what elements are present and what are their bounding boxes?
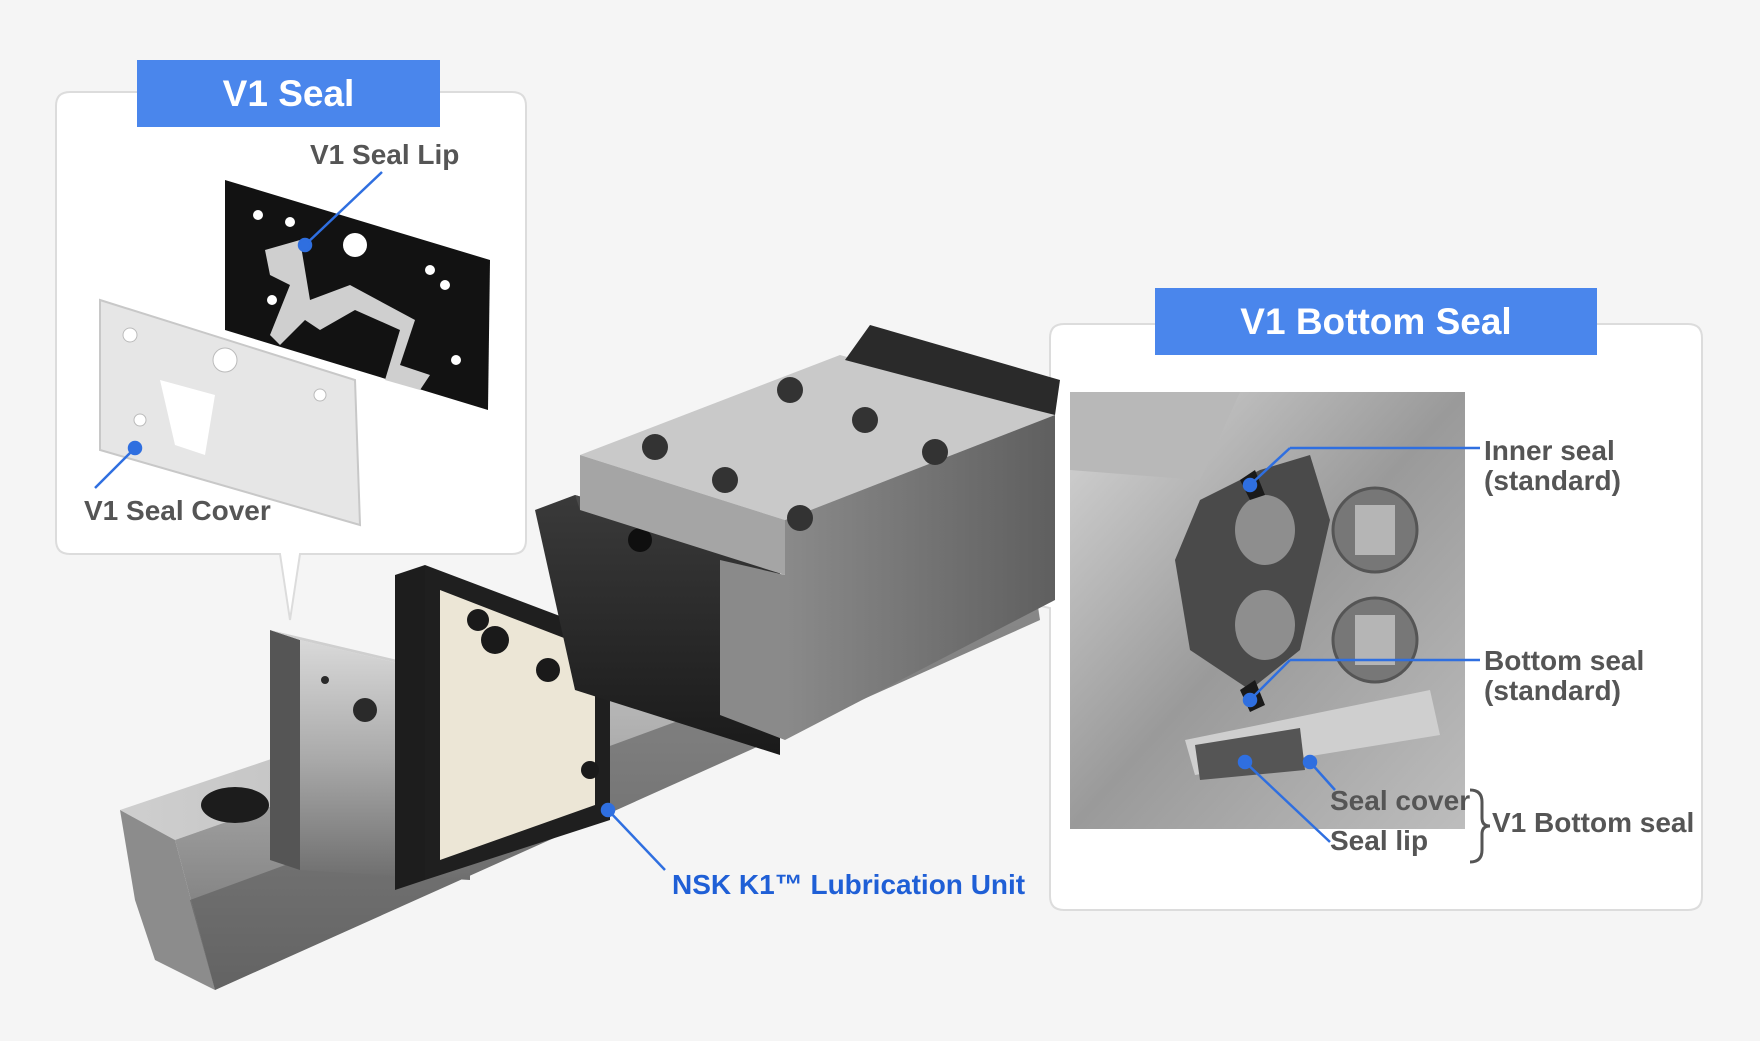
v1-seal-cover-label: V1 Seal Cover xyxy=(84,495,271,526)
k1-lubrication-unit xyxy=(395,565,610,890)
bottom-seal-closeup xyxy=(1070,392,1465,829)
leader-dot-seal-lip-closeup xyxy=(1237,754,1253,770)
seal-cover-label: Seal cover xyxy=(1330,785,1471,816)
leader-dot-seal-lip xyxy=(297,237,313,253)
k1-lubrication-unit-label: NSK K1™ Lubrication Unit xyxy=(672,869,1026,900)
leader-lines xyxy=(94,171,1480,871)
v1-seal-title: V1 Seal xyxy=(137,60,440,127)
seal-lip-label: Seal lip xyxy=(1330,825,1429,856)
leader-dot-k1 xyxy=(600,802,616,818)
v1-bottom-seal-title: V1 Bottom Seal xyxy=(1155,288,1597,355)
bottom-seal-label: Bottom seal (standard) xyxy=(1484,645,1645,706)
v1-bottom-seal-group-label: V1 Bottom seal xyxy=(1492,807,1695,838)
leader-dot-seal-cover-closeup xyxy=(1302,754,1318,770)
v1-seal-cover-part xyxy=(99,298,362,527)
inner-seal-label: Inner seal (standard) xyxy=(1484,435,1621,496)
leader-dot-bottom-seal xyxy=(1242,692,1258,708)
v1-seal-lip-label: V1 Seal Lip xyxy=(310,139,460,170)
guide-block xyxy=(580,325,1060,740)
group-brace xyxy=(1469,788,1491,864)
leader-dot-seal-cover xyxy=(127,440,143,456)
leader-dot-inner-seal xyxy=(1242,477,1258,493)
v1-seal-callout-box xyxy=(55,91,527,621)
v1-seal-lip-part xyxy=(225,180,490,410)
